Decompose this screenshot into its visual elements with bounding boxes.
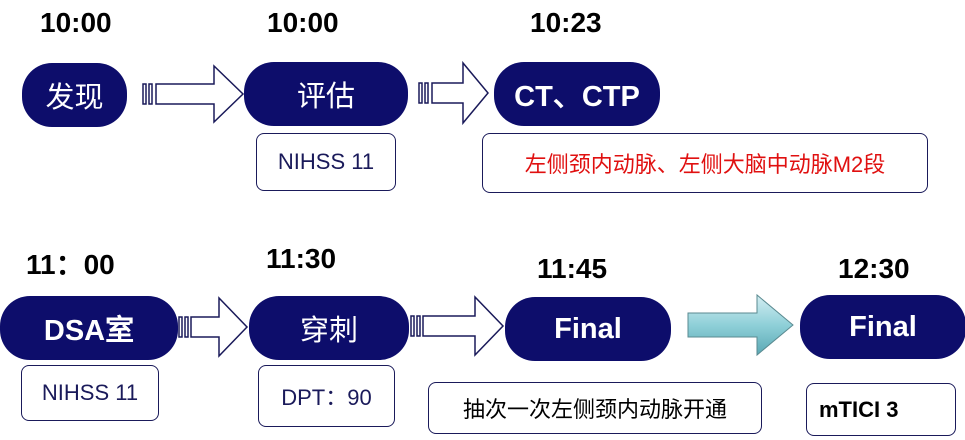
arrow-right-icon [687,293,794,357]
arrow-right-icon [418,60,489,126]
note-mtici-text: mTICI 3 [819,396,899,422]
step-puncture: 穿刺 [249,296,409,360]
time-discovery: 10:00 [40,7,112,38]
step-dsa-room-label: DSA室 [43,315,135,347]
arrow-right-icon [178,296,249,358]
step-discovery: 发现 [22,63,127,127]
step-final-1: Final [505,297,671,361]
arrow-right-icon [410,295,505,357]
note-mtici: mTICI 3 [806,383,956,436]
note-ct-finding-text: 左侧颈内动脉、左侧大脑中动脉M2段 [524,152,886,177]
note-nihss-assessment-text: NIHSS 11 [277,149,375,174]
time-final-1: 11:45 [537,253,608,284]
step-puncture-label: 穿刺 [299,315,358,347]
note-recanalization-text: 抽次一次左侧颈内动脉开通 [462,397,727,422]
step-dsa-room: DSA室 [0,296,178,360]
time-dsa: 11：00 [26,249,115,280]
step-discovery-label: 发现 [45,82,104,114]
step-ct-ctp: CT、CTP [494,62,660,126]
arrow-right-icon [142,64,245,124]
step-ct-ctp-label: CT、CTP [514,81,640,113]
time-assessment: 10:00 [267,7,339,38]
time-ct: 10:23 [530,7,602,38]
step-final-1-label: Final [554,312,622,345]
step-assessment-label: 评估 [296,81,355,113]
note-dpt-text: DPT：90 [281,385,372,410]
step-assessment: 评估 [244,62,408,126]
time-final-2: 12:30 [838,253,910,284]
note-dpt: DPT：90 [258,365,395,427]
step-final-2-label: Final [849,310,917,343]
time-puncture: 11:30 [266,243,337,274]
step-final-2: Final [800,295,965,359]
note-ct-finding: 左侧颈内动脉、左侧大脑中动脉M2段 [482,133,928,193]
note-nihss-dsa: NIHSS 11 [21,365,159,421]
note-nihss-assessment: NIHSS 11 [256,133,396,191]
note-nihss-dsa-text: NIHSS 11 [41,380,139,405]
note-recanalization: 抽次一次左侧颈内动脉开通 [428,382,762,434]
